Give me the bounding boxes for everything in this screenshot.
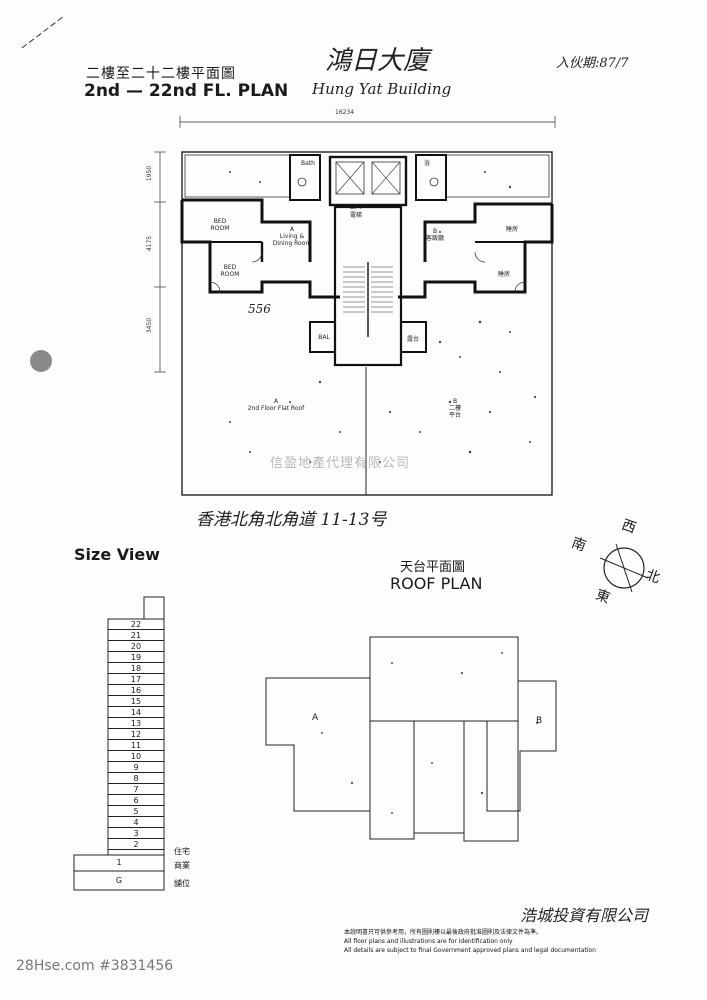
area-note: 556: [248, 302, 271, 316]
floor-row: 15: [108, 696, 164, 707]
floor-row-1: 1: [116, 858, 122, 867]
size-view-outline: [73, 596, 165, 891]
dim-left-2: 4175: [146, 235, 154, 252]
disclaimer-zh: 本說明書只可供參考用，所有圖則樓以最後政府批准圖則及法律文件為準。: [344, 929, 543, 936]
living-b-label: B 客飯廳: [425, 228, 444, 242]
floor-row: 18: [108, 663, 164, 674]
floor-row: 3: [108, 828, 164, 839]
use-residential-label: 住宅: [174, 847, 190, 856]
lift-label-en: LIFT: [349, 204, 363, 211]
floor-plan-drawing: [154, 116, 556, 496]
roof-label-b: B: [536, 716, 543, 726]
plan-title-zh: 二樓至二十二樓平面圖: [86, 66, 236, 82]
address-handwritten: 香港北角北角道 11-13号: [196, 510, 387, 530]
size-view-floor-stack: 22 21 20 19 18 17 16 15 14 13 12 11 10 9…: [108, 619, 164, 855]
dim-total-width: 16234: [335, 109, 355, 116]
floor-row-g: G: [115, 876, 123, 885]
floor-row: 4: [108, 817, 164, 828]
roof-label-a: A: [312, 713, 319, 723]
developer-handwritten: 浩城投資有限公司: [520, 906, 649, 925]
bedroom-b2-label: 睡房: [497, 271, 510, 278]
floor-row: 17: [108, 674, 164, 685]
floor-row: 5: [108, 806, 164, 817]
compass-icon: [599, 543, 649, 593]
floor-row: 9: [108, 762, 164, 773]
floor-row: 6: [108, 795, 164, 806]
floor-row: 20: [108, 641, 164, 652]
floor-row: 2: [108, 839, 164, 850]
floor-row: 10: [108, 751, 164, 762]
agency-watermark: 信盈地產代理有限公司: [270, 456, 411, 471]
balcony-b-label: 露台: [406, 336, 419, 343]
floor-row: 12: [108, 729, 164, 740]
roof-title-zh: 天台平面圖: [400, 560, 466, 575]
bath-a-label: Bath: [301, 160, 315, 167]
corner-mark: [21, 15, 65, 49]
dim-left-1: 1950: [146, 165, 154, 182]
balcony-a-label: BAL: [318, 334, 330, 341]
listing-id-footer: 28Hse.com #3831456: [16, 958, 174, 974]
floor-row: 7: [108, 784, 164, 795]
floor-row: 8: [108, 773, 164, 784]
floor-row: 14: [108, 707, 164, 718]
building-name-zh: 鴻日大廈: [325, 46, 430, 76]
intake-date: 入伙期:87/7: [556, 56, 629, 71]
floor-row: 11: [108, 740, 164, 751]
disclaimer-en-2: All details are subject to final Governm…: [344, 947, 596, 954]
lift-label-zh: 電梯: [349, 212, 362, 219]
floor-row: 13: [108, 718, 164, 729]
dim-left-3: 3450: [146, 317, 154, 334]
building-name-en: Hung Yat Building: [312, 80, 452, 98]
floor-row: 22: [108, 619, 164, 630]
plan-title-en: 2nd — 22nd FL. PLAN: [84, 81, 289, 101]
use-podium-label: 商業: [174, 861, 190, 870]
bedroom-a1-label: BED ROOM: [210, 218, 230, 232]
roof-plan-drawing: [265, 636, 557, 842]
disclaimer-en-1: All floor plans and illustrations are fo…: [344, 938, 513, 945]
flat-roof-b-label: B 二樓 平台: [448, 398, 461, 419]
bedroom-a2-label: BED ROOM: [220, 264, 240, 278]
floor-row: 21: [108, 630, 164, 641]
use-shops-label: 舖位: [174, 879, 190, 888]
flat-roof-a-label: A 2nd Floor Flat Roof: [247, 398, 305, 412]
roof-title-en: ROOF PLAN: [390, 574, 483, 593]
hole-punch: [30, 350, 52, 372]
size-view-title: Size View: [74, 545, 160, 564]
bedroom-b1-label: 睡房: [505, 226, 518, 233]
floor-row: 19: [108, 652, 164, 663]
bath-b-label: 浴: [423, 160, 430, 167]
living-a-label: A Living & Dining Room: [272, 226, 312, 247]
floor-row: 16: [108, 685, 164, 696]
